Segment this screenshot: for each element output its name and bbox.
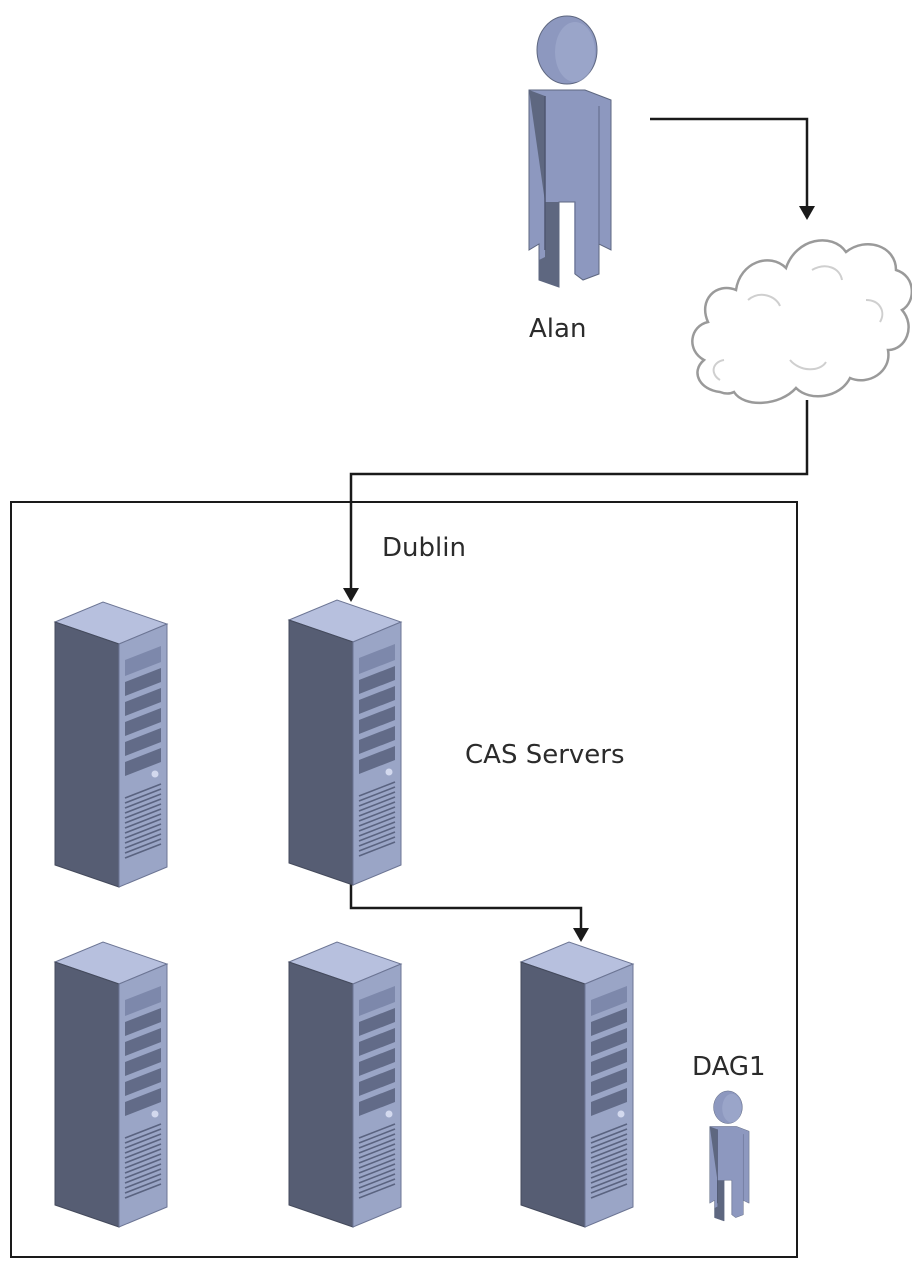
dag-person-icon	[709, 1090, 750, 1222]
connector-cas-to-dag	[349, 866, 583, 930]
cas-server-icon	[288, 599, 402, 886]
arrowhead-cas	[343, 588, 359, 602]
user-label: Alan	[529, 314, 587, 344]
dag-label: DAG1	[692, 1052, 766, 1082]
site-label: Dublin	[382, 533, 466, 563]
arrowhead-dag	[573, 928, 589, 942]
user-person-icon	[528, 15, 612, 288]
dublin-site-box	[10, 501, 798, 1258]
connector-user-to-cloud	[650, 117, 809, 208]
internet-cloud-icon	[691, 239, 912, 405]
server-icon	[54, 601, 168, 888]
server-icon	[54, 941, 168, 1228]
arrowhead-cloud	[799, 206, 815, 220]
server-icon	[288, 941, 402, 1228]
connector-cloud-to-cas	[349, 400, 809, 590]
cas-servers-label: CAS Servers	[465, 740, 625, 770]
dag-server-icon	[520, 941, 634, 1228]
